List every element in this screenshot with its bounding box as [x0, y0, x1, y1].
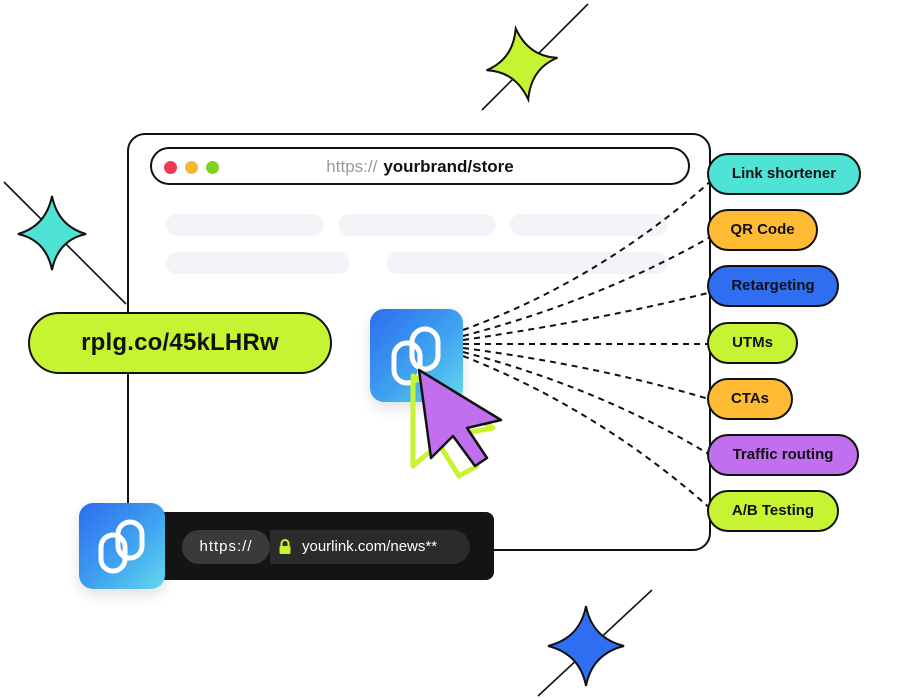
sparkle-star-icon: [481, 3, 589, 111]
close-dot[interactable]: [164, 161, 177, 174]
address-bar[interactable]: https://yourbrand/store: [150, 147, 690, 185]
placeholder-bar: [166, 252, 350, 274]
feature-pill-link-shortener[interactable]: Link shortener: [707, 153, 861, 195]
link-url-text: yourlink.com/news**: [302, 538, 438, 555]
feature-pill-ctas[interactable]: CTAs: [707, 378, 793, 420]
sparkle-star-icon: [3, 181, 127, 305]
link-url-chip[interactable]: yourlink.com/news**: [270, 530, 470, 564]
minimize-dot[interactable]: [185, 161, 198, 174]
feature-pill-retargeting[interactable]: Retargeting: [707, 265, 839, 307]
cursor-pointer-icon: [410, 368, 503, 479]
placeholder-bar: [166, 214, 324, 236]
feature-pill-traffic-routing[interactable]: Traffic routing: [707, 434, 859, 476]
https-chip: https://: [182, 530, 270, 564]
chain-link-icon[interactable]: [79, 503, 165, 589]
feature-pill-ab-testing[interactable]: A/B Testing: [707, 490, 839, 532]
short-link-pill[interactable]: rplg.co/45kLHRw: [28, 312, 332, 374]
sparkle-star-icon: [537, 589, 653, 697]
placeholder-bar: [338, 214, 496, 236]
placeholder-bar: [510, 214, 668, 236]
feature-pill-qr-code[interactable]: QR Code: [707, 209, 818, 251]
address-url: https://yourbrand/store: [326, 157, 514, 176]
lock-icon: [279, 539, 291, 554]
placeholder-bar: [386, 252, 668, 274]
maximize-dot[interactable]: [206, 161, 219, 174]
feature-pill-utms[interactable]: UTMs: [707, 322, 798, 364]
